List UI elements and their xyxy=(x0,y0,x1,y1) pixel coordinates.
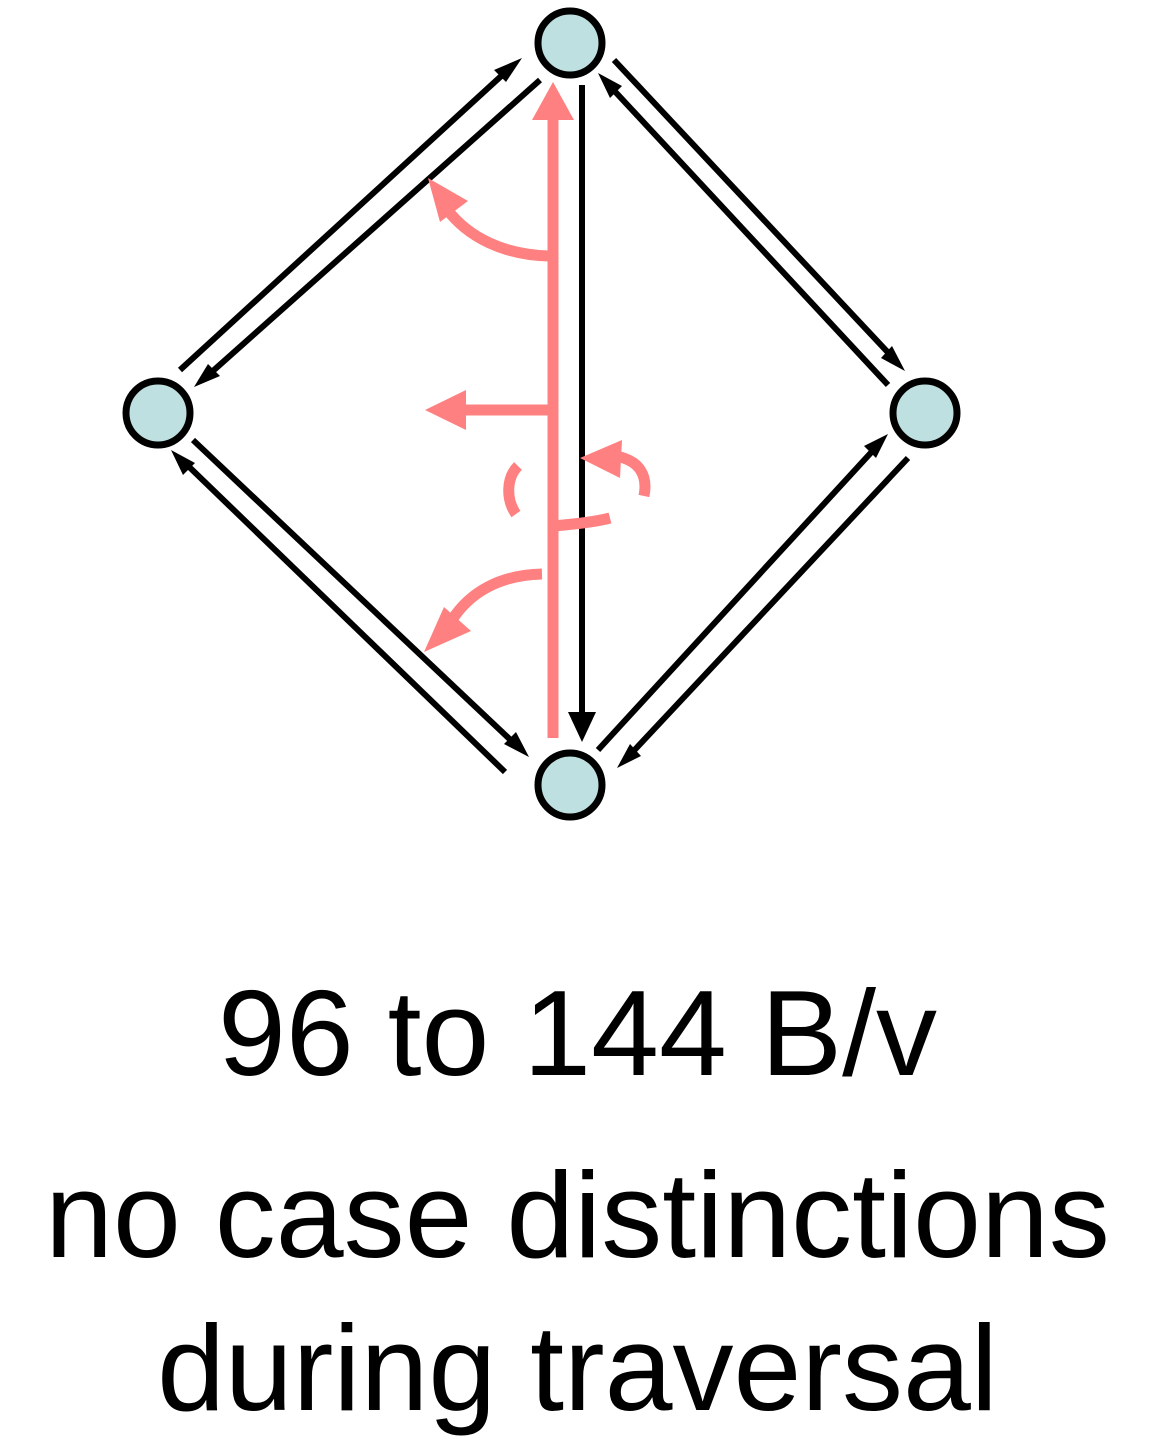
halfedge-top-right xyxy=(598,57,905,388)
halfedge-left-bottom xyxy=(171,437,529,775)
caption-line-2: no case distinctions xyxy=(45,1147,1110,1283)
node-left xyxy=(122,377,194,449)
node-right xyxy=(889,377,961,449)
caption-memory: 96 to 144 B/v xyxy=(218,965,937,1101)
highlight-pointers xyxy=(424,82,651,738)
node-bottom xyxy=(534,749,606,821)
caption-line-3: during traversal xyxy=(157,1300,998,1436)
halfedge-right-bottom xyxy=(595,434,911,768)
node-top xyxy=(534,7,606,79)
halfedge-top-left xyxy=(177,58,542,387)
mesh-diagram xyxy=(122,7,961,821)
halfedge-top-bottom xyxy=(568,85,596,742)
